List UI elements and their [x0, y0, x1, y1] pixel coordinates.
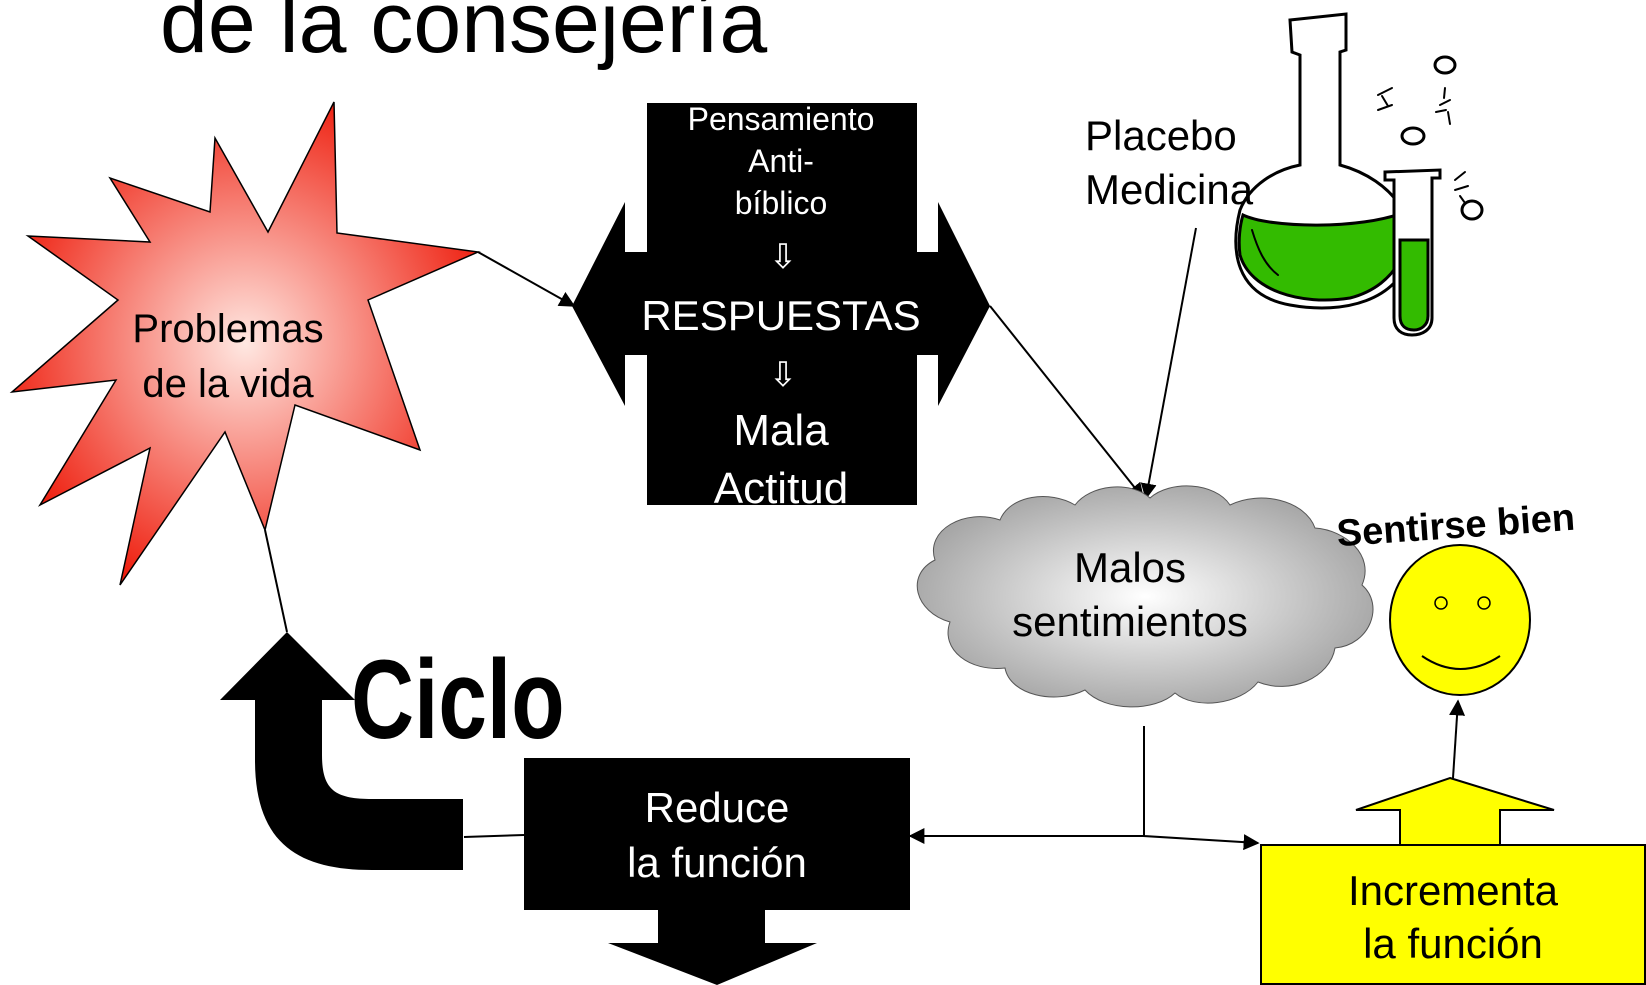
feelings-node: Malos sentimientos	[916, 485, 1374, 708]
connector-reduce-to-cycle	[463, 834, 525, 838]
up-arrow-icon	[1355, 776, 1555, 846]
problems-node: Problemas de la vida	[9, 101, 481, 586]
connector-increase-to-smiley	[1449, 699, 1466, 779]
cloud-shape	[916, 485, 1374, 708]
increase-label-line2: la función	[1363, 920, 1543, 967]
feelings-label-line2: sentimientos	[1012, 598, 1248, 645]
flask-liquid	[1237, 210, 1410, 302]
placebo-label-line2: Medicina	[1085, 166, 1254, 213]
cycle-label: Ciclo	[351, 638, 565, 763]
placebo-label-line1: Placebo	[1085, 112, 1237, 159]
responses-bottom-line1: Mala	[733, 406, 829, 455]
connector-problems-to-cycle	[264, 529, 288, 633]
down-arrow-icon	[608, 905, 817, 985]
increase-label-line1: Incrementa	[1348, 867, 1559, 914]
feel-good-node: Sentirse bien	[1335, 497, 1576, 696]
bubble-2	[1400, 126, 1426, 146]
bubble-3	[1460, 199, 1484, 221]
cycle-arrow-icon	[220, 632, 463, 870]
sparkle-1	[1377, 87, 1393, 111]
responses-arrow-down-icon-2: ⇩	[769, 356, 798, 394]
responses-top-line2: Anti-	[748, 143, 814, 179]
placebo-node: Placebo Medicina	[1085, 112, 1254, 213]
increase-node: Incrementa la función	[1260, 776, 1646, 985]
responses-arrow-down-icon-1: ⇩	[769, 238, 798, 276]
chemistry-flask-icon	[1234, 12, 1484, 337]
problems-label-line2: de la vida	[142, 362, 314, 406]
connector-placebo-to-feelings	[1140, 227, 1197, 500]
sparkle-3	[1454, 171, 1469, 204]
connector-responses-to-feelings	[989, 305, 1144, 500]
connector-problems-to-responses	[477, 251, 576, 307]
increase-box	[1260, 844, 1646, 985]
smiley-face-icon	[1389, 544, 1531, 696]
reduce-node: Reduce la función	[524, 758, 910, 985]
feelings-label-line1: Malos	[1074, 544, 1186, 591]
smiley-right-eye	[1477, 596, 1491, 610]
test-tube-liquid	[1398, 238, 1430, 332]
connector-feelings-split	[1143, 726, 1260, 851]
smiley-mouth	[1421, 655, 1501, 670]
responses-center-label: RESPUESTAS	[641, 292, 920, 339]
sparkle-2	[1435, 87, 1451, 125]
reduce-box	[524, 758, 910, 910]
responses-top-line3: bíblico	[735, 185, 828, 221]
reduce-label-line2: la función	[627, 839, 807, 886]
reduce-label-line1: Reduce	[645, 784, 790, 831]
responses-top-line1: Pensamiento	[688, 101, 875, 137]
smiley-face-circle	[1389, 544, 1531, 696]
responses-node: Pensamiento Anti- bíblico ⇩ RESPUESTAS ⇩…	[572, 101, 990, 513]
bubble-1	[1433, 55, 1457, 75]
responses-shape	[572, 103, 990, 505]
connectors	[264, 227, 1466, 851]
page-title: de la consejería	[160, 0, 767, 71]
responses-bottom-line2: Actitud	[714, 464, 849, 513]
cycle-node: Ciclo	[220, 632, 565, 870]
smiley-left-eye	[1434, 596, 1448, 610]
flask-shine	[1251, 229, 1279, 276]
explosion-star-shape	[9, 101, 481, 586]
problems-label-line1: Problemas	[132, 307, 323, 351]
